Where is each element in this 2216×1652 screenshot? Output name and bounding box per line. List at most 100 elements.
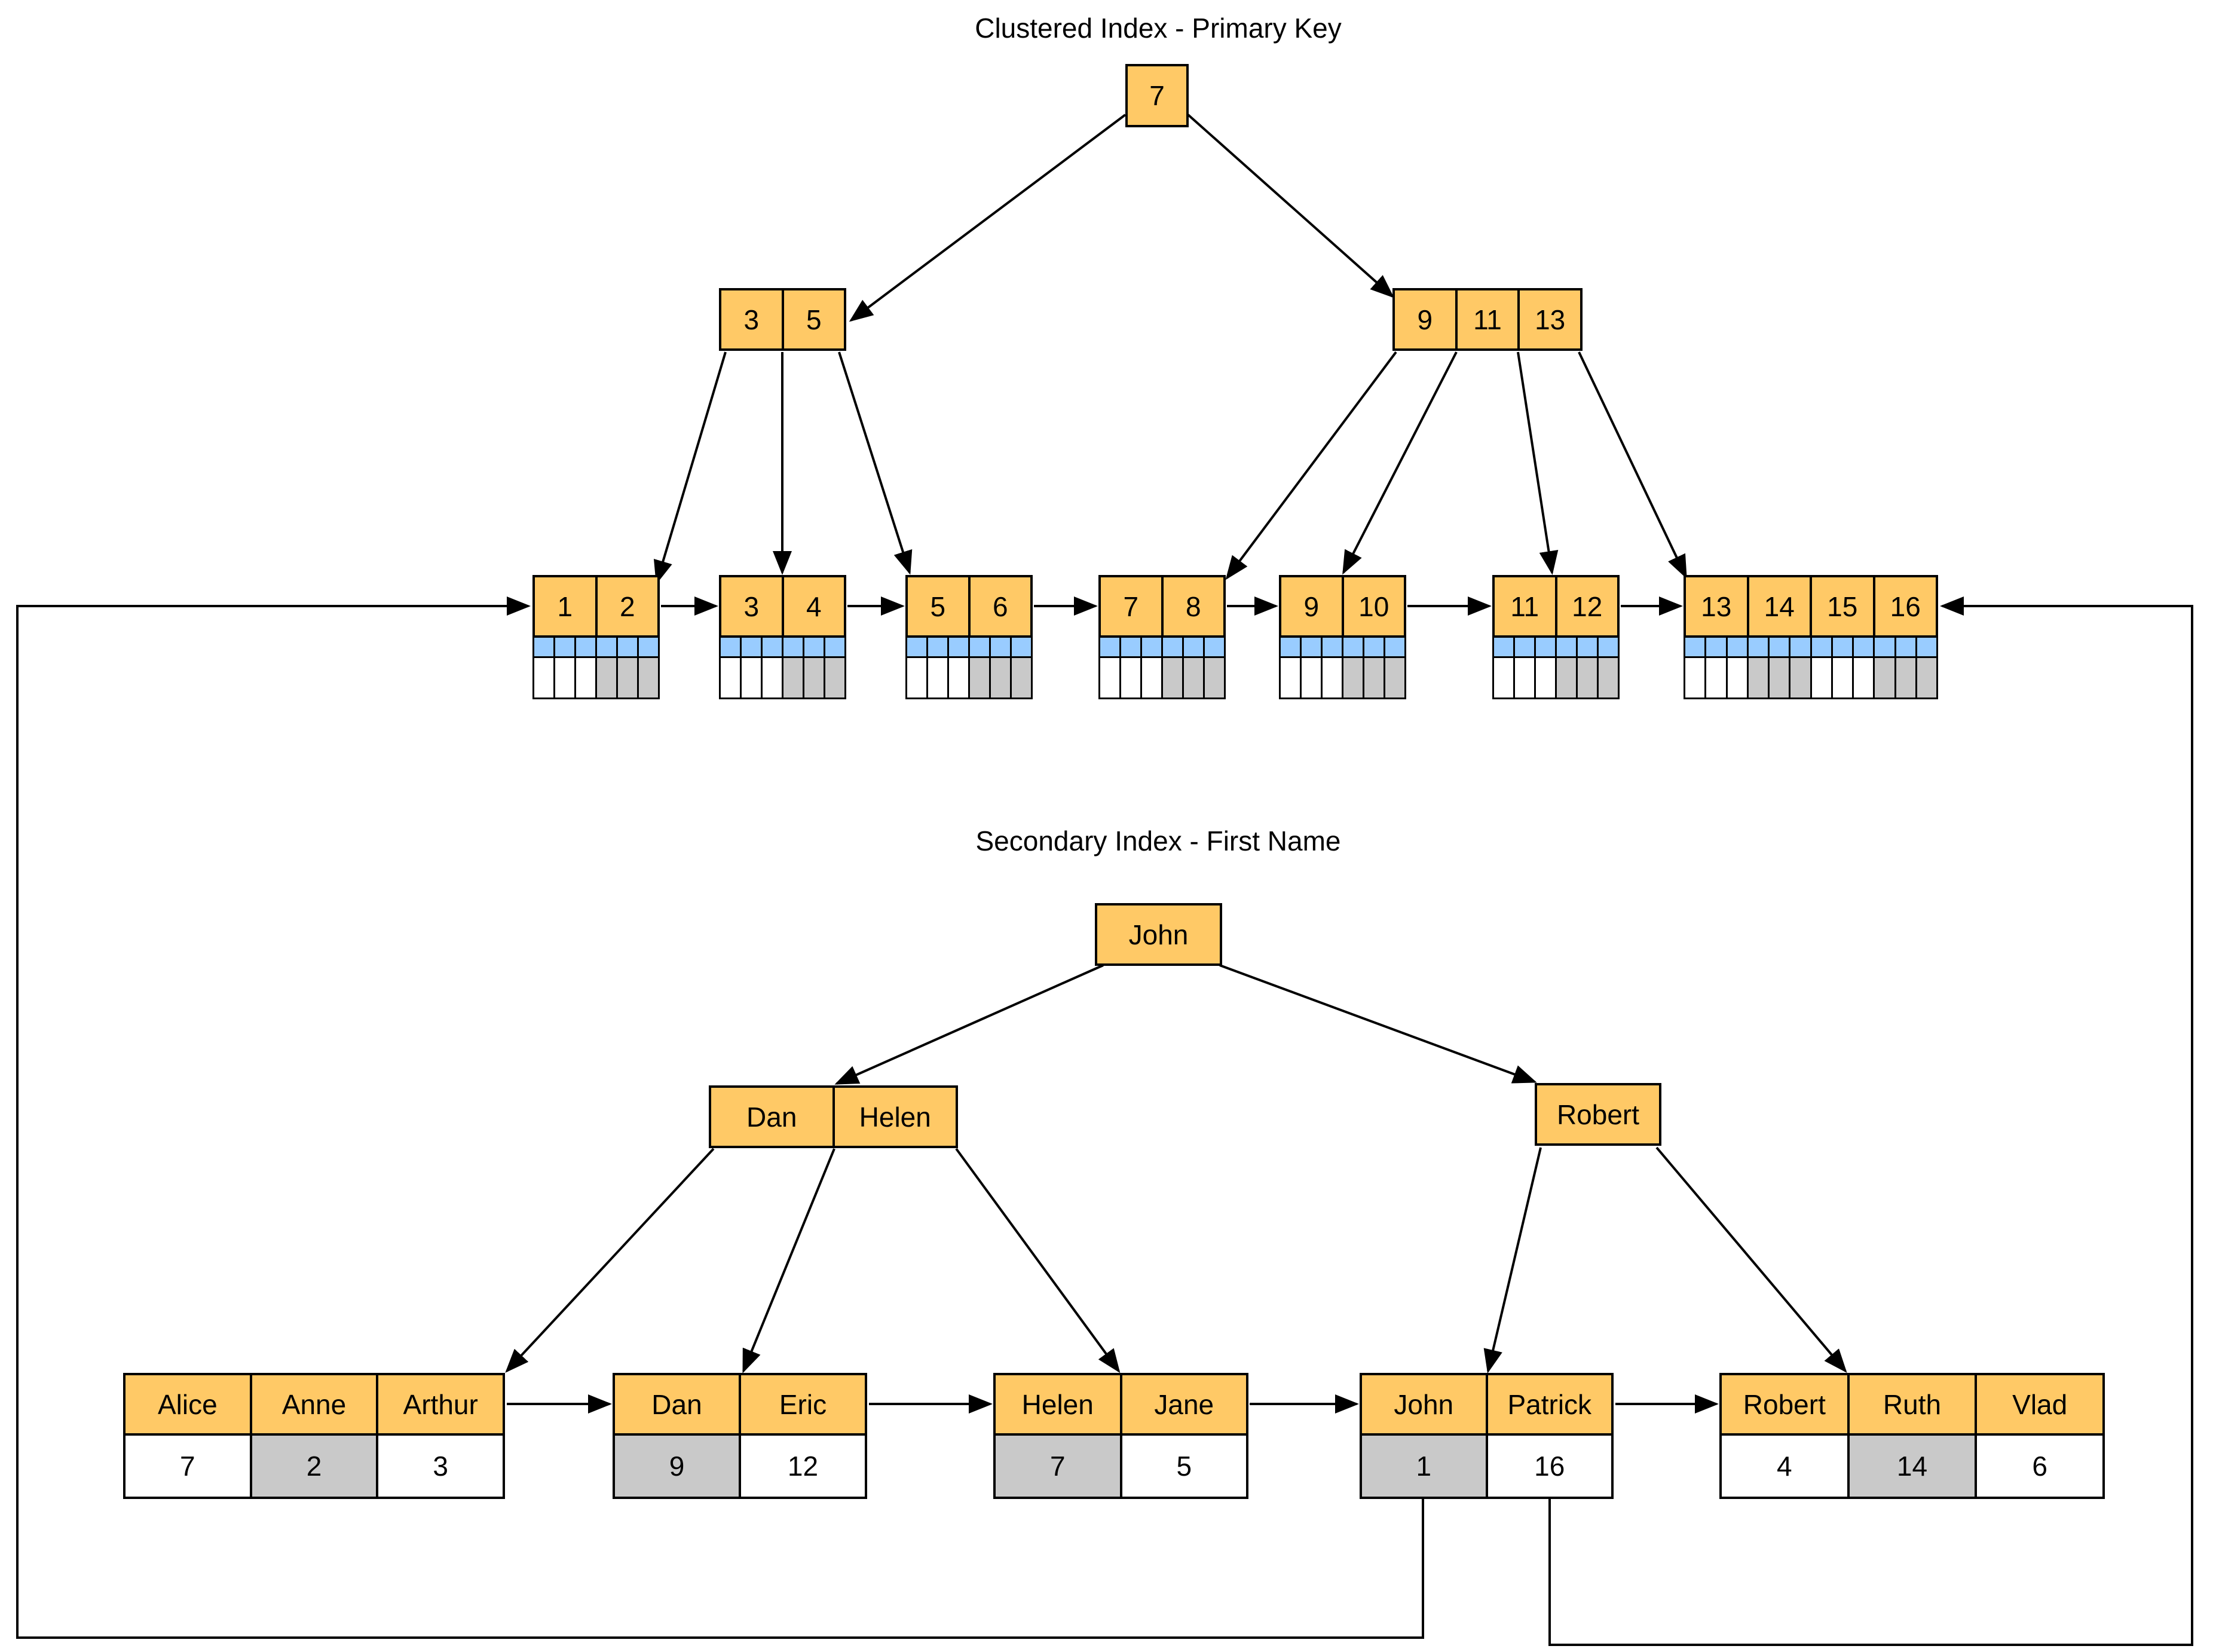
record-pointer-cell (1832, 638, 1854, 656)
record-pointer-strip (1492, 638, 1620, 658)
leaf-key-row: 1 2 (532, 575, 660, 638)
record-data-cell (1770, 658, 1791, 697)
name-key-cell: Jane (1122, 1375, 1246, 1433)
leaf-value-row: 7 2 3 (123, 1436, 505, 1499)
record-pointer-strip (905, 638, 1033, 658)
record-data-cell (1557, 658, 1578, 697)
leaf-key-row: 13 14 15 16 (1684, 575, 1938, 638)
record-data-cell (1142, 658, 1163, 697)
leaf-value-row: 7 5 (993, 1436, 1248, 1499)
leaf-key-row: 11 12 (1492, 575, 1620, 638)
leaf-value-row: 9 12 (613, 1436, 867, 1499)
record-data-cell (1896, 658, 1917, 697)
record-data-cell (1184, 658, 1205, 697)
name-key-cell: Alice (126, 1375, 252, 1433)
record-pointer-strip (1098, 638, 1226, 658)
record-pointer-strip (532, 638, 660, 658)
secondary-leaf-node: Robert Ruth Vlad 4 14 6 (1719, 1373, 2105, 1499)
record-pointer-cell (1494, 638, 1515, 656)
leaf-name-row: Dan Eric (613, 1373, 867, 1436)
primary-key-value-cell: 3 (378, 1436, 503, 1497)
record-pointer-cell (1875, 638, 1896, 656)
leaf-name-row: Robert Ruth Vlad (1719, 1373, 2105, 1436)
record-data-cell (1917, 658, 1936, 697)
record-data-strip (905, 658, 1033, 699)
name-key-cell: Vlad (1977, 1375, 2103, 1433)
btree-key-cell: 14 (1749, 577, 1812, 635)
name-key-cell: Patrick (1487, 1375, 1611, 1433)
name-key-cell: Helen (834, 1088, 956, 1146)
name-key-cell: Ruth (1849, 1375, 1978, 1433)
record-data-cell (1100, 658, 1121, 697)
btree-key-cell: 7 (1128, 66, 1186, 125)
record-data-cell (1811, 658, 1833, 697)
record-pointer-cell (1811, 638, 1833, 656)
btree-key-cell: 2 (597, 577, 657, 635)
record-pointer-cell (639, 638, 658, 656)
record-data-cell (907, 658, 928, 697)
record-data-cell (555, 658, 576, 697)
leaf-key-row: 3 4 (719, 575, 846, 638)
record-pointer-cell (1727, 638, 1749, 656)
record-pointer-cell (1578, 638, 1599, 656)
primary-key-value-cell: 1 (1362, 1436, 1488, 1497)
record-data-cell (763, 658, 783, 697)
record-data-strip (1098, 658, 1226, 699)
record-pointer-cell (597, 638, 618, 656)
name-key-cell: Anne (252, 1375, 379, 1433)
name-key-cell: Arthur (378, 1375, 503, 1433)
clustered-leaf-node: 13 14 15 16 (1684, 575, 1938, 699)
record-data-cell (1854, 658, 1875, 697)
record-pointer-cell (1917, 638, 1936, 656)
btree-key-cell: 9 (1395, 290, 1458, 348)
record-pointer-cell (1323, 638, 1343, 656)
record-pointer-cell (1854, 638, 1875, 656)
primary-key-value-cell: 4 (1722, 1436, 1850, 1497)
btree-key-cell: 5 (908, 577, 971, 635)
record-data-cell (1706, 658, 1728, 697)
record-data-cell (1323, 658, 1343, 697)
clustered-leaf-node: 5 6 (905, 575, 1033, 699)
record-pointer-cell (1302, 638, 1323, 656)
record-pointer-cell (783, 638, 804, 656)
record-pointer-cell (1790, 638, 1812, 656)
record-data-cell (742, 658, 763, 697)
btree-key-cell: 16 (1875, 577, 1936, 635)
leaf-key-row: 7 8 (1098, 575, 1226, 638)
secondary-leaf-node: Dan Eric 9 12 (613, 1373, 867, 1499)
record-pointer-cell (1121, 638, 1142, 656)
name-key-cell: Robert (1722, 1375, 1850, 1433)
btree-key-cell: 12 (1557, 577, 1617, 635)
record-pointer-cell (742, 638, 763, 656)
record-data-cell (1578, 658, 1599, 697)
record-data-strip (532, 658, 660, 699)
record-data-cell (1364, 658, 1385, 697)
btree-key-cell: 7 (1101, 577, 1164, 635)
secondary-internal-node: Dan Helen (709, 1085, 958, 1148)
record-data-strip (1279, 658, 1406, 699)
primary-key-value-cell: 9 (615, 1436, 741, 1497)
btree-key-cell: 6 (970, 577, 1030, 635)
btree-key-cell: 3 (721, 290, 784, 348)
record-data-cell (1205, 658, 1224, 697)
record-data-cell (1875, 658, 1896, 697)
record-data-cell (1343, 658, 1364, 697)
record-pointer-cell (1364, 638, 1385, 656)
record-pointer-cell (949, 638, 970, 656)
clustered-index-title: Clustered Index - Primary Key (975, 13, 1342, 44)
primary-key-value-cell: 5 (1122, 1436, 1246, 1497)
record-pointer-cell (721, 638, 742, 656)
secondary-index-title: Secondary Index - First Name (975, 825, 1341, 856)
record-data-cell (639, 658, 658, 697)
record-pointer-cell (1706, 638, 1728, 656)
record-pointer-cell (991, 638, 1012, 656)
btree-key-cell: 8 (1163, 577, 1223, 635)
record-pointer-cell (1142, 638, 1163, 656)
record-data-cell (1012, 658, 1031, 697)
record-data-cell (576, 658, 597, 697)
primary-key-value-cell: 6 (1977, 1436, 2103, 1497)
secondary-leaf-node: John Patrick 1 16 (1360, 1373, 1614, 1499)
record-pointer-cell (970, 638, 991, 656)
secondary-leaf-node: Helen Jane 7 5 (993, 1373, 1248, 1499)
